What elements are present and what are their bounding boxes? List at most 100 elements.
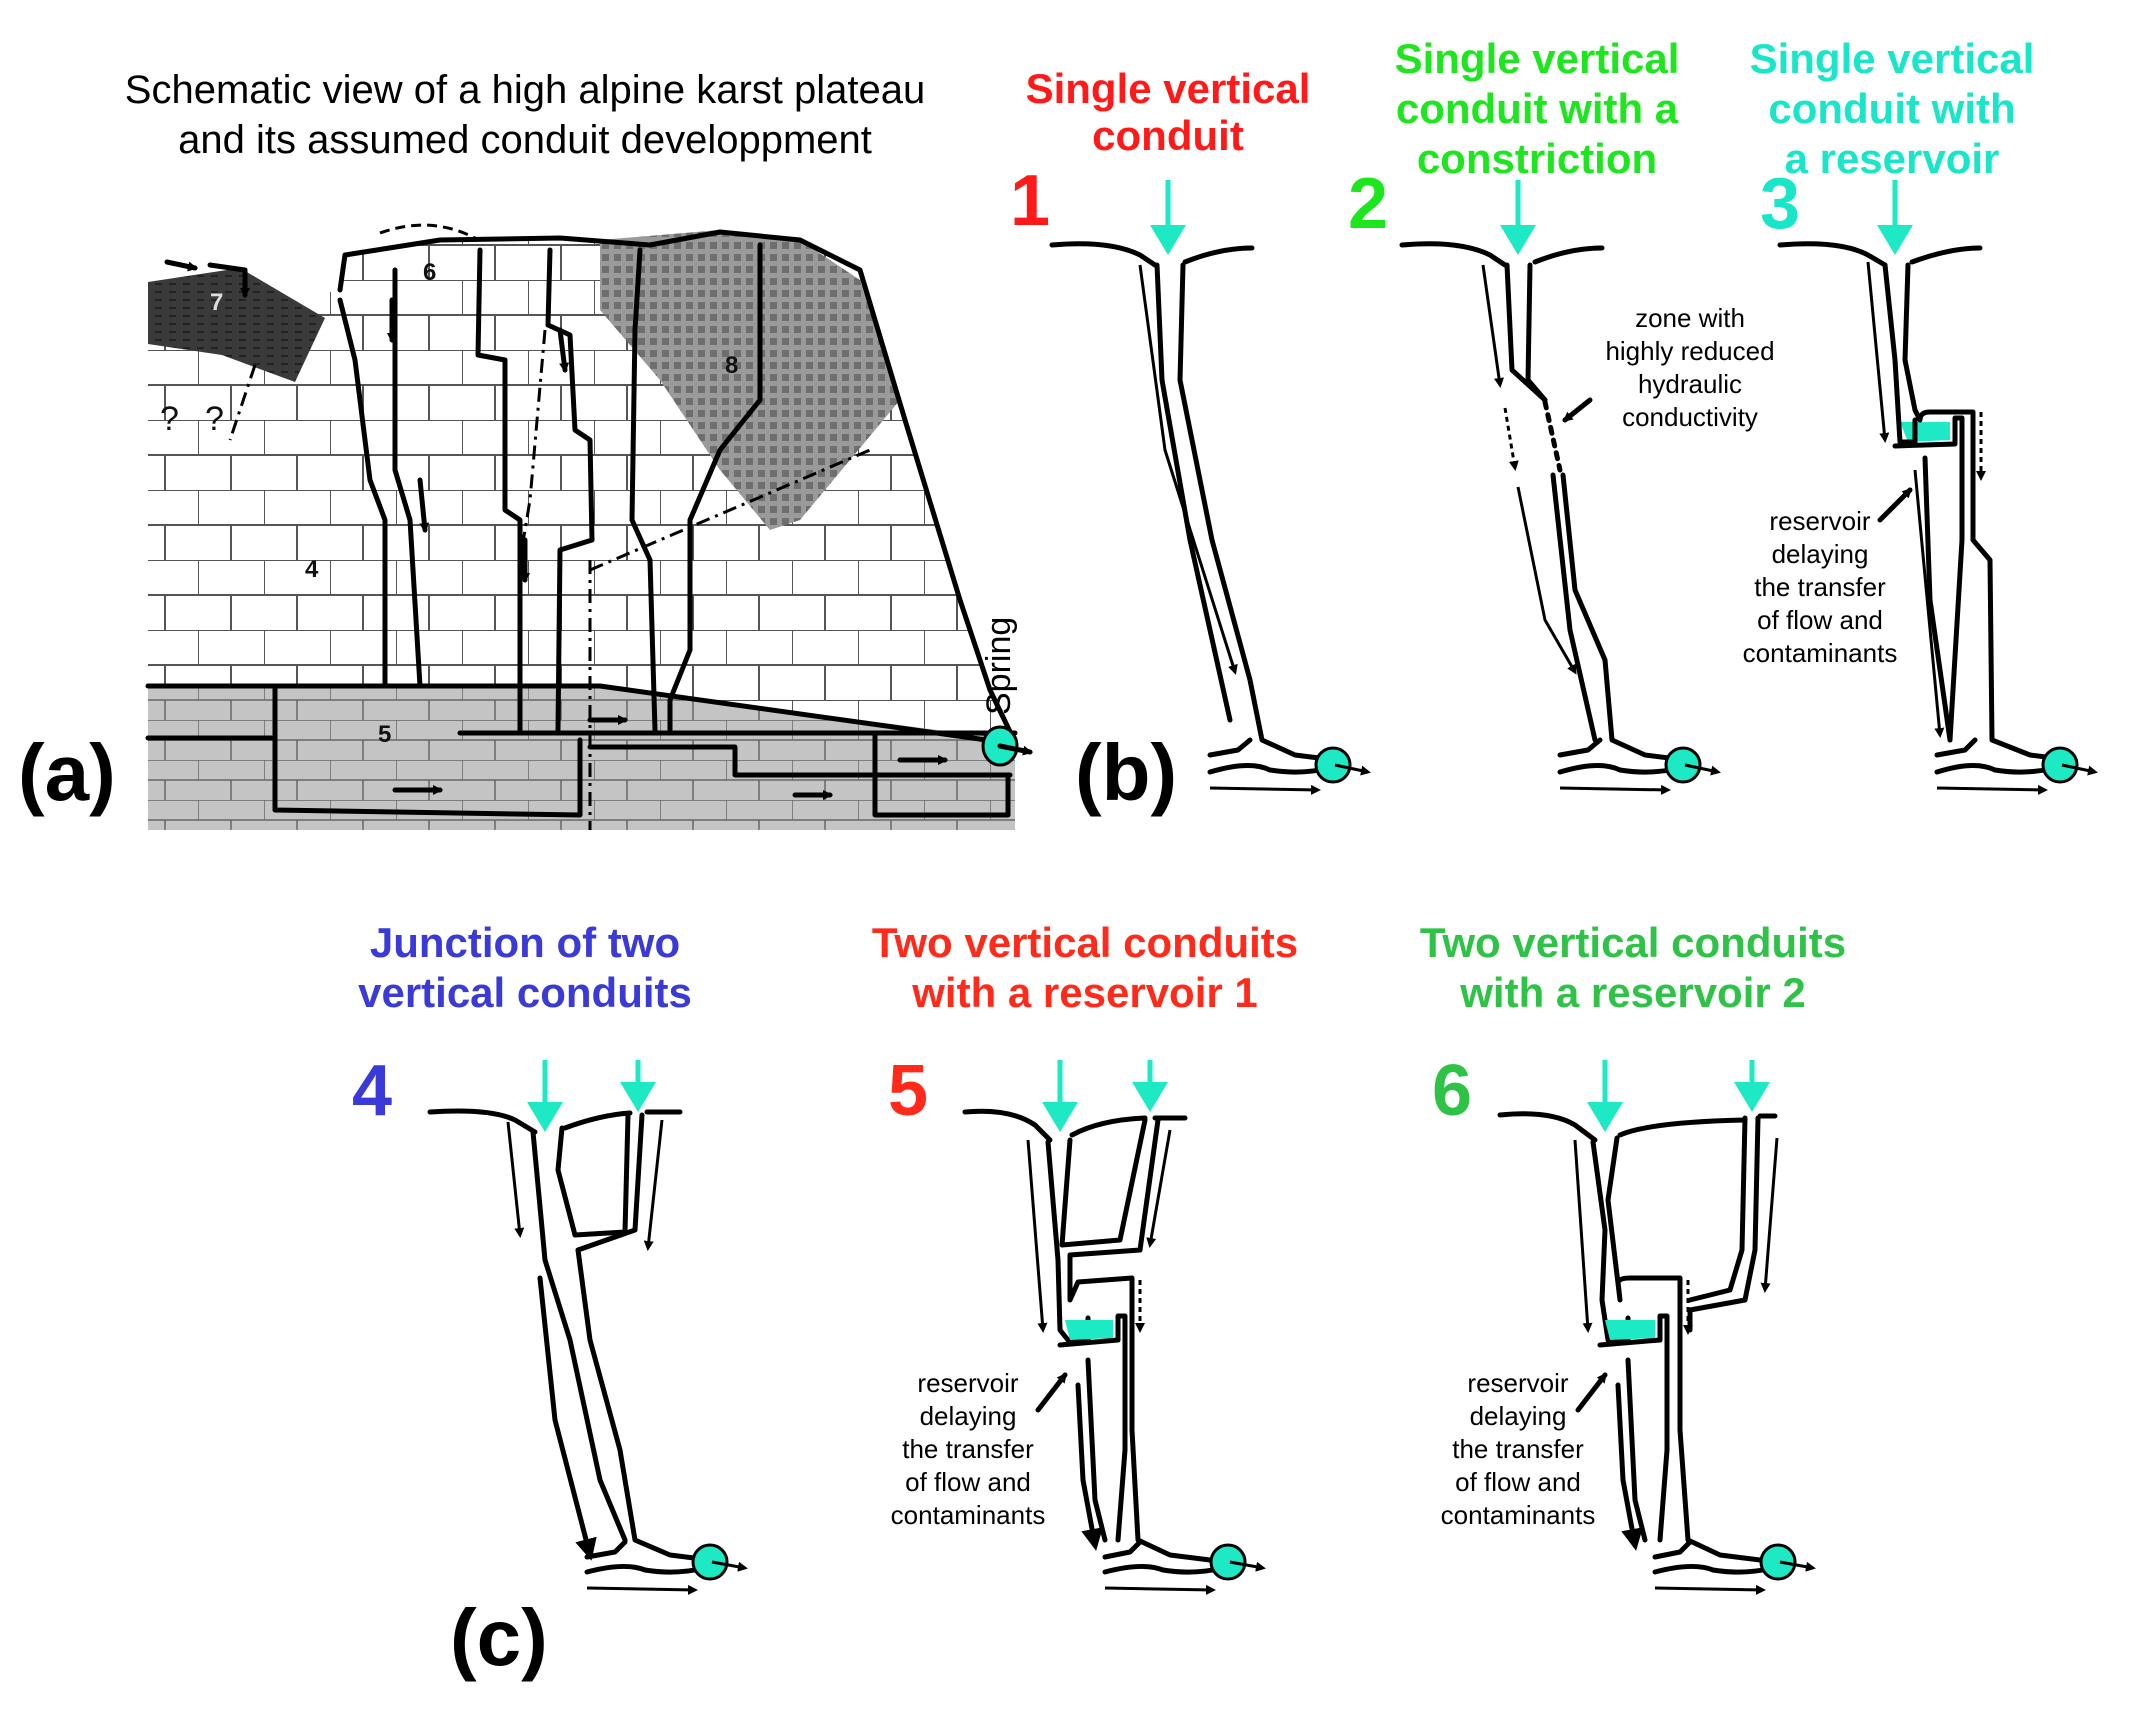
spring-outflow-arrow [1229, 1560, 1266, 1572]
scenario-4-heading-line-2: vertical conduits [358, 969, 692, 1016]
spring-outflow-arrow [1334, 763, 1371, 776]
ground-surface-2b [1532, 245, 1605, 265]
reservoir-basin-3 [1892, 415, 1965, 743]
unknown-mark-1: ? [160, 400, 179, 438]
flow-arrow-6a [1573, 1139, 1593, 1333]
spring-label: Spring [980, 617, 1018, 715]
constriction-note-line-4: conductivity [1622, 402, 1758, 432]
unit-label-6: 6 [423, 259, 436, 286]
scenario-5-heading-line-1: Two vertical conduits [872, 919, 1298, 966]
ground-surface-5b [1069, 1115, 1148, 1138]
reservoir-water [1900, 422, 1950, 442]
flow-arrow-4a [506, 1121, 525, 1238]
conduit-a6 [629, 247, 658, 733]
reservoir-pointer-arrow [1035, 1372, 1068, 1413]
baseflow-arrow-4 [586, 1584, 698, 1595]
scenario-3-number: 3 [1760, 164, 1800, 244]
outlet-upper-4 [584, 1539, 628, 1560]
ground-surface-2 [1399, 241, 1508, 268]
reservoir-note-line-5: contaminants [1743, 638, 1898, 668]
scenario-5-number: 5 [888, 1051, 928, 1131]
spring-outflow-arrow [711, 1560, 748, 1572]
conduit-upper-loop-5 [1059, 1117, 1148, 1248]
ground-surface-1 [1049, 241, 1158, 268]
reservoir-basin-5 [1057, 1313, 1128, 1543]
unknown-mark-2: ? [205, 400, 224, 438]
constriction-note-line-3: hydraulic [1638, 369, 1742, 399]
recharge-arrow-1-head [1150, 225, 1186, 255]
conduit-left-wall-4 [530, 1129, 628, 1543]
second-conduit-left-wall-6 [1687, 1115, 1748, 1303]
scenario-1-number: 1 [1010, 161, 1050, 241]
conduit-a7 [667, 242, 763, 733]
baseflow-arrow-1 [1209, 784, 1321, 795]
unit-label-8: 8 [725, 352, 738, 379]
flow-arrow-4-combined [537, 1275, 597, 1561]
ground-surface-5 [962, 1108, 1053, 1143]
scenario-1: Single vertical conduit 1 [1010, 65, 1371, 795]
flow-arrow-4 [417, 477, 430, 533]
flow-arrow-2b-dotted [1503, 407, 1519, 471]
conduit-a4 [475, 247, 523, 733]
outlet-upper-3 [1934, 737, 1978, 758]
outlet-lower-6 [1652, 1564, 1776, 1575]
flow-arrow-3a [1866, 261, 1890, 443]
baseflow-arrow-5 [1104, 1584, 1216, 1595]
scenario-4-heading-line-1: Junction of two [370, 919, 680, 966]
scenario-2-heading-line-2: conduit with a [1396, 85, 1679, 132]
outlet-upper-2 [1557, 737, 1603, 758]
reservoir-note-line-5: contaminants [891, 1500, 1046, 1530]
baseflow-arrow-2 [1559, 784, 1671, 795]
panel-a-title-line-1: Schematic view of a high alpine karst pl… [125, 68, 925, 112]
scenario-2: Single vertical conduit with a constrict… [1348, 35, 1775, 795]
fault-line-1 [228, 364, 257, 441]
conduit-wall-right-2b [1560, 472, 1688, 763]
ground-surface-1b [1182, 245, 1255, 265]
panel-a: Schematic view of a high alpine karst pl… [18, 68, 1033, 830]
panel-c: (c) Junction of two vertical conduits 4 [352, 919, 1846, 1682]
recharge-arrow-6b-head [1734, 1082, 1770, 1112]
unit-8-zone [600, 230, 900, 530]
flow-arrow-2c [1516, 486, 1577, 675]
unit-label-7: 7 [210, 289, 223, 316]
recharge-arrow-5b-head [1132, 1082, 1168, 1112]
reservoir-basin-6 [1597, 1313, 1670, 1543]
flow-arrow-5b [1146, 1129, 1172, 1248]
reservoir-water [1605, 1320, 1655, 1340]
reservoir-water [1065, 1320, 1113, 1340]
scenario-5: Two vertical conduits with a reservoir 1… [872, 919, 1298, 1595]
outlet-lower-3 [1934, 763, 2058, 775]
scenario-5-heading-line-2: with a reservoir 1 [911, 969, 1258, 1016]
scenario-6-number: 6 [1432, 1051, 1472, 1131]
reservoir-note-line-3: the transfer [1452, 1434, 1584, 1464]
flow-arrow-1 [164, 259, 198, 272]
scenario-2-heading-line-3: constriction [1417, 135, 1657, 182]
scenario-4: Junction of two vertical conduits 4 [352, 919, 748, 1595]
conduit-lower-left-5 [1085, 1357, 1108, 1543]
reservoir-note-line-2: delaying [1470, 1401, 1567, 1431]
flow-arrow-1 [1138, 264, 1238, 675]
reservoir-note-line-4: of flow and [1455, 1467, 1581, 1497]
outlet-upper-6 [1652, 1539, 1693, 1560]
recharge-arrow-6a-head [1587, 1102, 1623, 1132]
outlet-upper-1 [1207, 737, 1253, 758]
flow-arrow-6 [557, 327, 570, 373]
scenario-6: Two vertical conduits with a reservoir 2… [1420, 919, 1846, 1595]
recharge-arrow-4a-head [527, 1102, 563, 1132]
scenario-6-heading-line-1: Two vertical conduits [1420, 919, 1846, 966]
outlet-lower-4 [584, 1564, 708, 1575]
scenario-1-heading-line-2: conduit [1092, 112, 1244, 159]
flow-arrow-4b [643, 1119, 664, 1251]
outlet-lower-1 [1207, 763, 1333, 775]
ground-surface-6b [1617, 1117, 1748, 1138]
conduit-loop-4 [555, 1112, 631, 1238]
conduit-loop [872, 730, 1011, 818]
flow-arrow-2 [207, 262, 250, 298]
reservoir-pointer-arrow [1575, 1372, 1608, 1413]
ground-surface-3 [1777, 241, 1888, 268]
spring-outflow-arrow [997, 743, 1033, 756]
reservoir-note-line-3: the transfer [902, 1434, 1034, 1464]
conduit-right-5 [1067, 1117, 1213, 1563]
scenario-4-number: 4 [352, 1051, 392, 1131]
